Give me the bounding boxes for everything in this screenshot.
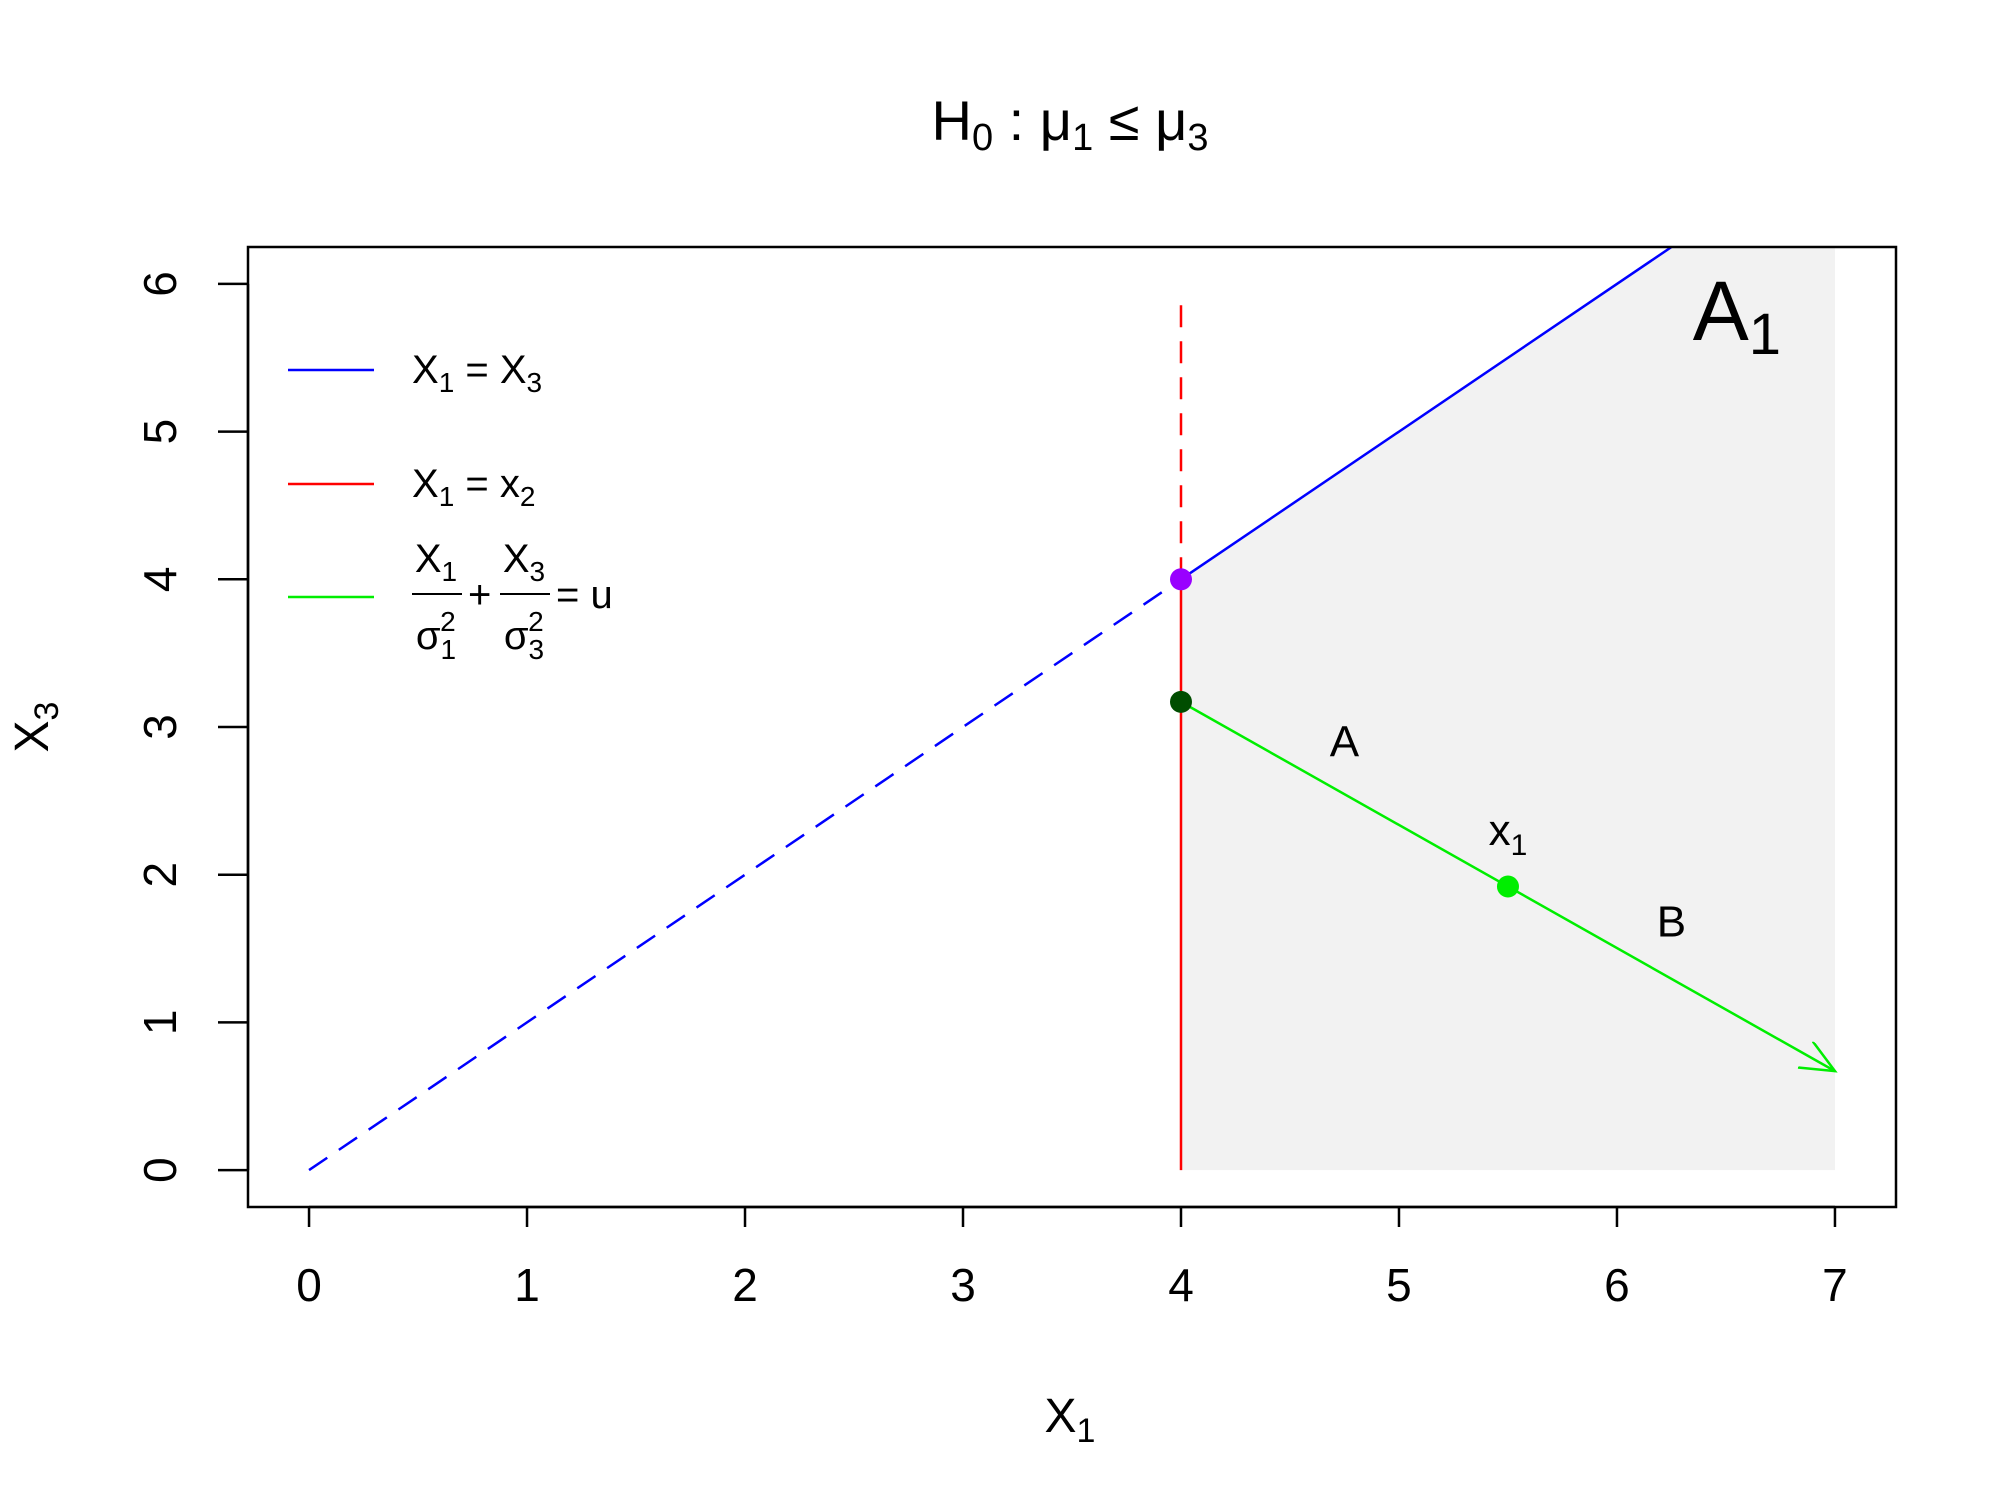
y-tick-label-3: 3 xyxy=(134,714,186,740)
legend-plus: + xyxy=(468,573,491,617)
legend-equals-u: = u xyxy=(556,573,613,617)
legend-label-x1-eq-x2: X1 = x2 xyxy=(412,462,535,512)
chart-title: H0 : μ1 ≤ μ3 xyxy=(932,89,1209,159)
data-point-2 xyxy=(1496,875,1519,898)
x-tick-label-2: 2 xyxy=(732,1259,758,1311)
annotation-1: B xyxy=(1657,898,1686,947)
annotation-2: x1 xyxy=(1489,806,1528,862)
x-tick-label-1: 1 xyxy=(514,1259,540,1311)
legend-frac1-numerator: X1 xyxy=(415,537,457,587)
shaded-region-a1 xyxy=(1180,247,1835,1171)
x-axis: 0 1 2 3 4 5 6 7 xyxy=(296,1205,1848,1311)
legend-label-x1-eq-x3: X1 = X3 xyxy=(412,348,542,398)
legend: X1 = X3 X1 = x2 X1 σ12 + X3 σ32 = u xyxy=(288,348,613,665)
x-tick-label-5: 5 xyxy=(1386,1259,1412,1311)
x-tick-label-3: 3 xyxy=(950,1259,976,1311)
y-tick-label-1: 1 xyxy=(134,1010,186,1036)
x-tick-label-4: 4 xyxy=(1168,1259,1194,1311)
legend-frac2-numerator: X3 xyxy=(503,537,545,587)
legend-frac1-denominator: σ12 xyxy=(416,606,456,665)
annotation-layer: A Bx1 xyxy=(1330,718,1686,947)
legend-label-constraint: X1 σ12 + X3 σ32 = u xyxy=(412,537,613,665)
y-tick-label-0: 0 xyxy=(134,1157,186,1183)
legend-frac2-denominator: σ32 xyxy=(504,606,544,665)
y-tick-label-5: 5 xyxy=(134,419,186,445)
x-tick-label-0: 0 xyxy=(296,1259,322,1311)
y-axis: 0 1 2 3 4 5 6 xyxy=(134,271,250,1183)
x-tick-label-6: 6 xyxy=(1604,1259,1630,1311)
data-point-1 xyxy=(1169,690,1192,713)
shaded-region-layer xyxy=(1180,247,1835,1171)
x-axis-title: X1 xyxy=(1045,1390,1096,1450)
y-tick-label-6: 6 xyxy=(134,271,186,297)
series-line-0 xyxy=(308,578,1182,1172)
points-layer xyxy=(1169,568,1519,898)
region-label-a1: A1 xyxy=(1693,264,1781,367)
y-axis-title: X3 xyxy=(6,702,66,753)
x-tick-label-7: 7 xyxy=(1822,1259,1848,1311)
y-tick-label-2: 2 xyxy=(134,862,186,888)
y-tick-label-4: 4 xyxy=(134,567,186,593)
series-line-1 xyxy=(1180,245,1673,581)
annotation-0: A xyxy=(1330,718,1360,767)
data-point-0 xyxy=(1169,568,1192,591)
